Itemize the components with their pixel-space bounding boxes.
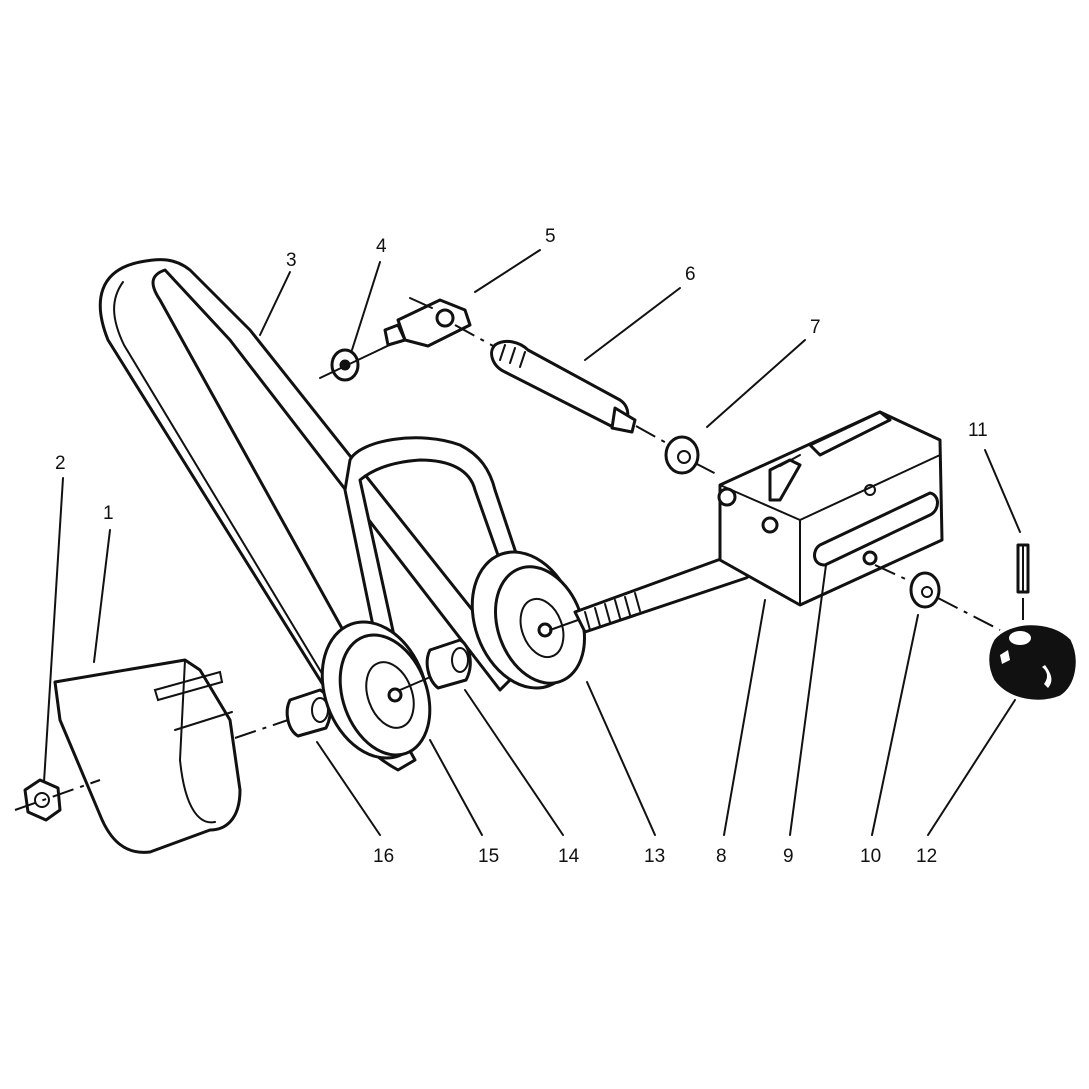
part-labels: 1 2 3 4 5 6 7 8 9 10 11 12 13 14 15 16	[55, 226, 988, 867]
label-4: 4	[376, 236, 387, 257]
part-5-pivot-block	[383, 297, 472, 348]
part-7-washer	[664, 435, 721, 477]
part-13-drive-pulley	[470, 550, 586, 690]
label-11: 11	[968, 420, 988, 441]
label-13: 13	[644, 846, 665, 867]
part-3-long-v-belt	[98, 258, 522, 772]
label-2: 2	[55, 453, 66, 474]
label-7: 7	[810, 317, 821, 338]
label-10: 10	[860, 846, 881, 867]
part-4-clip	[319, 339, 401, 382]
part-16-spacer	[234, 688, 332, 739]
label-12: 12	[916, 846, 937, 867]
label-1: 1	[103, 503, 114, 524]
part-10-washer	[874, 564, 1001, 631]
label-9: 9	[783, 846, 794, 867]
part-14-spacer	[425, 638, 472, 690]
threaded-shaft	[549, 550, 756, 634]
label-3: 3	[286, 250, 297, 271]
label-5: 5	[545, 226, 556, 247]
label-6: 6	[685, 264, 696, 285]
part-2-nut	[14, 778, 101, 822]
part-12-knob	[989, 625, 1076, 700]
part-15-pulley	[320, 620, 436, 760]
label-8: 8	[716, 846, 727, 867]
label-15: 15	[478, 846, 499, 867]
label-16: 16	[373, 846, 394, 867]
leader-lines	[43, 249, 1021, 836]
part-11-roll-pin	[1016, 543, 1030, 625]
part-13-short-belt	[343, 436, 522, 652]
part-6-pin	[454, 324, 671, 446]
part-1-belt-guard	[53, 658, 242, 854]
label-14: 14	[558, 846, 580, 867]
part-8-9-tensioner-bracket	[717, 410, 944, 607]
